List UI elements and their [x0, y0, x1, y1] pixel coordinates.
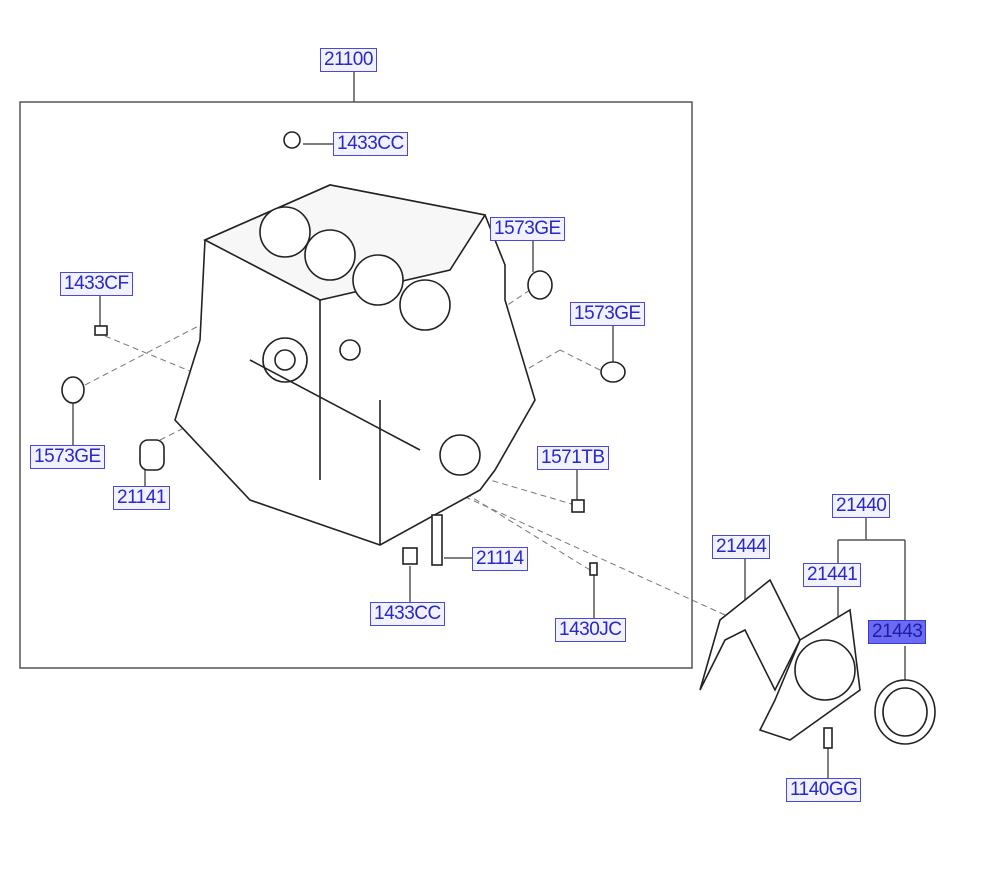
label-1430jc[interactable]: 1430JC	[555, 618, 626, 642]
label-21441[interactable]: 21441	[803, 563, 862, 587]
label-1433cc-bottom[interactable]: 1433CC	[370, 602, 445, 626]
label-1573ge-right[interactable]: 1573GE	[570, 302, 645, 326]
label-1140gg[interactable]: 1140GG	[786, 778, 862, 802]
label-21440[interactable]: 21440	[832, 494, 891, 518]
label-1433cf[interactable]: 1433CF	[60, 272, 133, 296]
label-1571tb[interactable]: 1571TB	[537, 446, 609, 470]
label-1573ge-left[interactable]: 1573GE	[30, 445, 105, 469]
gasket-21444	[699, 578, 801, 692]
engine-block-illustration	[61, 131, 936, 749]
label-21443-highlighted[interactable]: 21443	[868, 620, 927, 644]
label-21141[interactable]: 21141	[113, 486, 170, 510]
label-21100[interactable]: 21100	[320, 48, 377, 72]
label-21444[interactable]: 21444	[712, 535, 771, 559]
assembly-frame	[19, 101, 693, 669]
label-1573ge-top[interactable]: 1573GE	[490, 217, 565, 241]
label-21114[interactable]: 21114	[472, 547, 528, 571]
label-1433cc-top[interactable]: 1433CC	[333, 132, 408, 156]
